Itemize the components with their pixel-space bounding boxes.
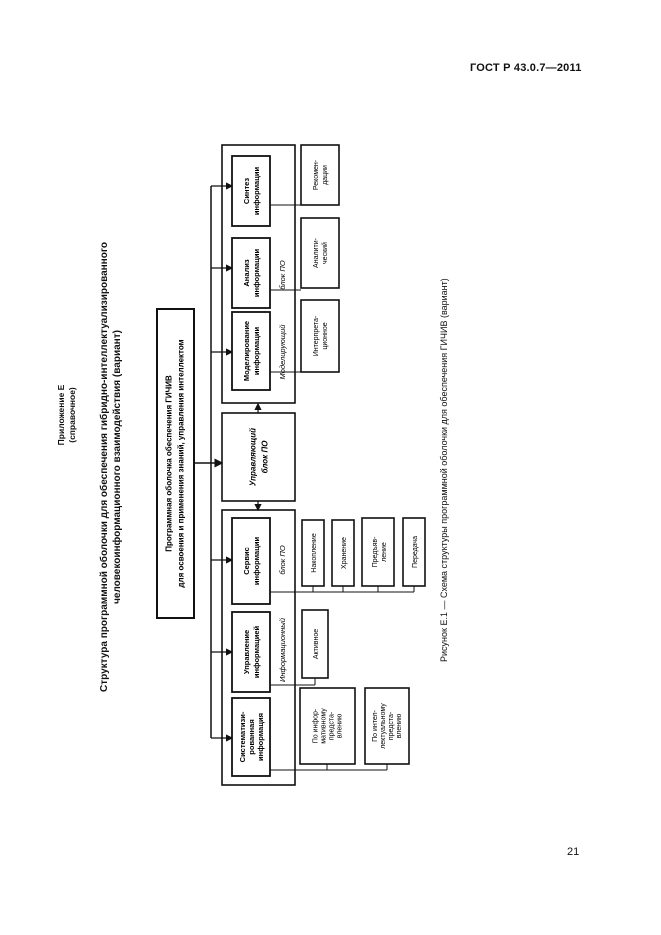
- sub-intellectual: [364, 687, 410, 765]
- block-modeling-line2: информации: [252, 327, 261, 376]
- sub-informative-line3: предста-: [329, 711, 336, 740]
- block-synthesis-line2: информации: [252, 167, 261, 216]
- sub-intellectual-line3: предста-: [388, 711, 395, 740]
- sub-interpretive: [300, 299, 340, 373]
- block-management: [231, 611, 271, 693]
- top-box: [156, 308, 195, 619]
- sub-accumulation-label: Накопление: [311, 533, 318, 573]
- block-service-line2: информации: [252, 537, 261, 586]
- standard-number: ГОСТ Р 43.0.7—2011: [470, 62, 582, 74]
- modeling-block-label: блок ПО: [278, 260, 287, 290]
- sub-transfer-label: Передача: [412, 536, 419, 568]
- sub-interpretive-line1: Интерпрета-: [313, 315, 320, 356]
- sub-informative-line4: влению: [337, 714, 344, 739]
- block-management-line2: информацией: [252, 625, 261, 678]
- sub-intellectual-line2: лектуальному: [380, 703, 387, 749]
- top-box-line1: Программная оболочка обеспечения ГИЧИВ: [165, 375, 174, 552]
- sub-active-label: Активное: [313, 629, 320, 659]
- sub-analytical-line1: Аналити-: [313, 237, 320, 268]
- control-block-line1: Управляющий: [249, 428, 258, 486]
- block-analysis-line2: информации: [252, 249, 261, 298]
- page-number: 21: [567, 846, 580, 858]
- sub-informative: [299, 687, 356, 765]
- control-block-line2: блок ПО: [261, 440, 270, 474]
- sub-presentation-line2: ление: [381, 542, 388, 562]
- sub-interpretive-line2: ционное: [322, 322, 329, 349]
- sub-informative-line1: По инфор-: [313, 708, 320, 743]
- sub-intellectual-line1: По интел-: [372, 709, 379, 742]
- sub-recommendations-line1: Рекомен-: [313, 159, 320, 190]
- sub-storage-label: Хранение: [341, 537, 348, 569]
- block-synthesis-line1: Синтез: [242, 178, 251, 204]
- top-box-line2: для освоения и применения знаний, управл…: [177, 339, 186, 587]
- sub-analytical-line2: ческий: [321, 242, 329, 264]
- information-group-label: Информационный: [278, 617, 287, 682]
- block-service-line1: Сервис: [242, 547, 251, 575]
- block-management-line1: Управление: [242, 630, 251, 674]
- block-analysis-line1: Анализ: [242, 259, 251, 286]
- block-synthesis: [231, 155, 271, 227]
- block-systematized-line3: информация: [256, 713, 265, 761]
- sub-analytical: [300, 217, 340, 289]
- control-block: [221, 412, 296, 502]
- block-systematized-line1: Систематизи-: [238, 711, 247, 762]
- sub-presentation-line1: Предъяв-: [372, 536, 379, 567]
- sub-recommendations-line2: дации: [322, 165, 329, 185]
- block-modeling-line1: Моделирование: [242, 321, 251, 381]
- sub-informative-line2: мативному: [321, 708, 328, 744]
- block-service: [231, 517, 271, 605]
- sub-active: [301, 609, 329, 679]
- sub-recommendations: [300, 144, 340, 206]
- sub-intellectual-line4: влению: [396, 714, 403, 739]
- block-analysis: [231, 237, 271, 309]
- modeling-group-label: Моделирующий: [278, 324, 287, 380]
- block-modeling: [231, 311, 271, 391]
- block-systematized-line2: рованная: [247, 719, 256, 754]
- information-block-label: блок ПО: [278, 545, 287, 575]
- figure-caption: Рисунок Е.1 — Схема структуры программно…: [439, 278, 449, 662]
- block-systematized: [231, 697, 271, 777]
